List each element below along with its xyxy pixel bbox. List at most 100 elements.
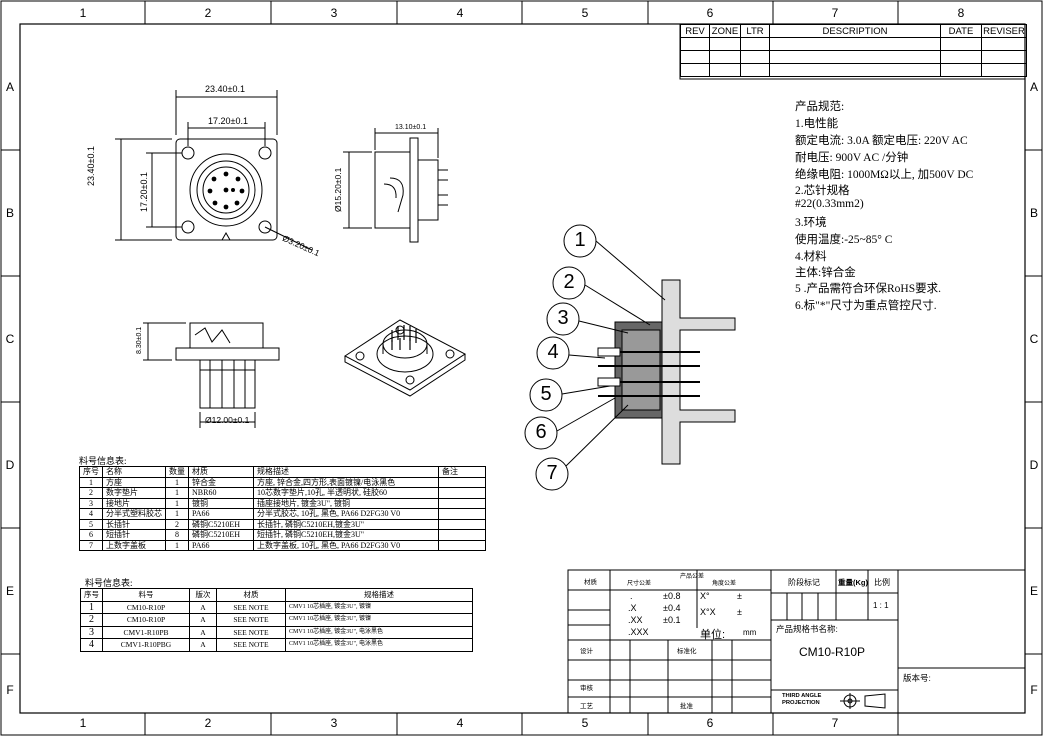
cell: 1 [165, 497, 189, 509]
dim-height-inner: 17.20±0.1 [139, 172, 149, 212]
cell: 3 [80, 625, 103, 639]
cell: 7 [79, 539, 103, 551]
cell: 6 [79, 529, 103, 541]
cell: A [189, 638, 217, 652]
cell: SEE NOTE [216, 625, 286, 639]
zone-row-c: C [5, 332, 15, 346]
cell: 数字垫片 [102, 487, 166, 499]
part-table-title: 料号信息表: [85, 578, 133, 588]
zone-row-e: E [5, 584, 14, 598]
callout-1: 1 [574, 229, 586, 251]
dim-side-depth: 13.10±0.1 [395, 124, 427, 131]
tol-row-label: .XX [628, 615, 643, 625]
tb-process: 工艺 [580, 703, 593, 710]
spec-title: 产品规范: [795, 101, 845, 113]
cell: 长插针 [102, 518, 166, 530]
cell: 1 [79, 476, 103, 488]
table-row: 1 方座 1 锌合金 方座, 锌合金,四方形,表面镀镍/电泳黑色 [79, 476, 486, 488]
zone-col-3: 3 [330, 6, 338, 20]
zone-row-f-right: F [1030, 683, 1038, 697]
cell: 10芯数字垫片,10孔, 半透明状, 硅胶60 [253, 487, 439, 499]
spec-line: #22(0.33mm2) [795, 198, 864, 210]
spec-line: 耐电压: 900V AC /分钟 [795, 152, 909, 164]
description-header: DESCRIPTION [769, 24, 941, 38]
cell: 分半式塑料胶芯 [102, 508, 166, 520]
tb-standard: 标准化 [677, 648, 697, 655]
mt-header: 数量 [165, 466, 189, 478]
table-row: 2 数字垫片 1 NBR60 10芯数字垫片,10孔, 半透明状, 硅胶60 [79, 487, 486, 499]
cell: 3 [79, 497, 103, 509]
cell [438, 518, 486, 530]
cell: 1 [165, 508, 189, 520]
spec-line: 5 .产品需符合环保RoHS要求. [795, 283, 941, 295]
zone-col-3-bottom: 3 [330, 716, 338, 730]
pt-header: 料号 [102, 588, 190, 602]
cell: 镀铜 [188, 497, 254, 509]
pt-header: 规格描述 [285, 588, 473, 602]
angle-row-value: ± [737, 607, 742, 617]
cell: 方座 [102, 476, 166, 488]
cell: PA66 [188, 539, 254, 551]
cell: CMV1-R10PBG [102, 638, 190, 652]
tb-material: 材质 [584, 579, 597, 586]
spec-line: 4.材料 [795, 251, 827, 263]
stage-label: 阶段标记 [788, 578, 820, 587]
spec-line: 主体:锌合金 [795, 267, 856, 279]
spec-name-value: CM10-R10P [799, 645, 866, 659]
zone-row-a-right: A [1029, 80, 1038, 94]
zone-row-e-right: E [1029, 584, 1038, 598]
cell: SEE NOTE [216, 600, 286, 614]
table-row: 3 接地片 1 镀铜 插座接地片, 镀金3U", 镀铜 [79, 497, 486, 509]
callout-3: 3 [557, 307, 569, 329]
zone-col-7: 7 [831, 6, 839, 20]
cell [438, 497, 486, 509]
cell: 5 [79, 518, 103, 530]
callout-7: 7 [546, 462, 558, 484]
cell: CMV1 10芯插座, 镀金3U", 镀镍 [285, 613, 473, 627]
cell: 1 [80, 600, 103, 614]
cell [438, 476, 486, 488]
cell: SEE NOTE [216, 638, 286, 652]
callout-5: 5 [540, 383, 552, 405]
cell: 短插针 [102, 529, 166, 541]
spec-line: 绝缘电阻: 1000MΩ以上, 加500V DC [795, 169, 974, 181]
cell [438, 529, 486, 541]
mt-header: 材质 [188, 466, 254, 478]
tb-tolerance-title: 产品公差 [680, 574, 705, 580]
isometric-view [344, 319, 466, 397]
spec-line: 3.环境 [795, 217, 827, 229]
zone-col-6-bottom: 6 [706, 716, 714, 730]
cell: 锌合金 [188, 476, 254, 488]
callout-4: 4 [547, 341, 559, 363]
cell [438, 539, 486, 551]
cell: SEE NOTE [216, 613, 286, 627]
zone-col-8: 8 [957, 6, 965, 20]
dim-front-height: 8.30±0.1 [136, 326, 143, 354]
zone-col-7-bottom: 7 [831, 716, 839, 730]
cell: PA66 [188, 508, 254, 520]
unit-label: 单位: [700, 629, 726, 641]
angle-row-label: X°X [700, 607, 716, 617]
zone-row-a: A [5, 80, 14, 94]
cell: 2 [80, 613, 103, 627]
mt-header: 序号 [79, 466, 103, 478]
cell: 1 [165, 539, 189, 551]
title-block-frame [567, 569, 1026, 714]
cell: CMV1 10芯插座, 镀金3U", 电泳黑色 [285, 638, 473, 652]
zone-col-2: 2 [204, 6, 212, 20]
spec-line: 6.标"*"尺寸为重点管控尺寸. [795, 300, 937, 312]
zone-col-5: 5 [581, 6, 589, 20]
zone-header: ZONE [709, 24, 741, 38]
table-row: 4 CMV1-R10PBG A SEE NOTE CMV1 10芯插座, 镀金3… [80, 638, 473, 652]
zone-row-b: B [5, 206, 14, 220]
cell: 方座, 锌合金,四方形,表面镀镍/电泳黑色 [253, 476, 439, 488]
dim-side-dia: Ø15.20±0.1 [333, 167, 343, 212]
cell: A [189, 600, 217, 614]
material-table: 序号 名称 数量 材质 规格描述 备注 1 方座 1 锌合金 方座, 锌合金,四… [79, 466, 486, 551]
zone-col-2-bottom: 2 [204, 716, 212, 730]
cell: 4 [80, 638, 103, 652]
pt-header: 序号 [80, 588, 103, 602]
tb-review: 审核 [580, 685, 593, 692]
cell: 分半式胶芯, 10孔, 黑色, PA66 D2FG30 V0 [253, 508, 439, 520]
